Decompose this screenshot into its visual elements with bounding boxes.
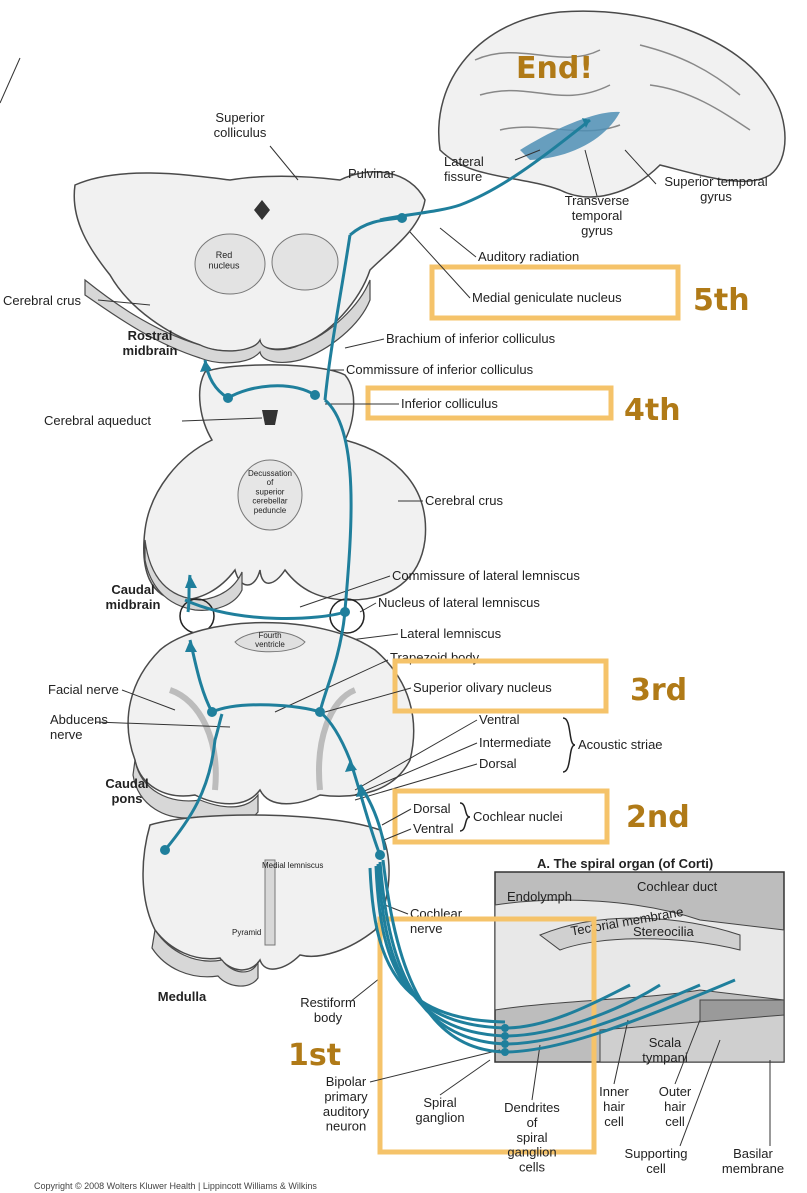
label-inferior-colliculus: Inferior colliculus xyxy=(401,396,498,411)
step-end: End! xyxy=(516,51,593,86)
label-nucleus-lateral-lemniscus: Nucleus of lateral lemniscus xyxy=(378,595,540,610)
label-stereocilia: Stereocilia xyxy=(633,924,694,939)
label-ventral-striae: Ventral xyxy=(479,712,520,727)
label-pulvinar: Pulvinar xyxy=(348,166,396,181)
label-cochlear-duct: Cochlear duct xyxy=(637,879,718,894)
label-acoustic-striae: Acoustic striae xyxy=(578,737,663,752)
highlight-medial-geniculate xyxy=(429,264,681,321)
label-corti-title: A. The spiral organ (of Corti) xyxy=(537,856,713,871)
label-brachium-inferior-colliculus: Brachium of inferior colliculus xyxy=(386,331,556,346)
step-5th: 5th xyxy=(693,283,750,318)
label-lateral-lemniscus: Lateral lemniscus xyxy=(400,626,502,641)
highlight-superior-olivary xyxy=(392,658,609,714)
step-4th: 4th xyxy=(624,393,681,428)
label-commissure-inferior-colliculus: Commissure of inferior colliculus xyxy=(346,362,534,377)
label-cochlear-nuclei: Cochlear nuclei xyxy=(473,809,563,824)
label-dorsal-striae: Dorsal xyxy=(479,756,517,771)
label-intermediate-striae: Intermediate xyxy=(479,735,551,750)
organ-of-corti-panel xyxy=(494,871,785,1063)
label-medial-lemniscus: Medial lemniscus xyxy=(262,861,323,870)
copyright-notice: Copyright © 2008 Wolters Kluwer Health |… xyxy=(34,1181,317,1191)
label-cochlear-ventral: Ventral xyxy=(413,821,454,836)
label-cerebral-crus-rostral: Cerebral crus xyxy=(3,293,82,308)
label-medial-geniculate-nucleus: Medial geniculate nucleus xyxy=(472,290,622,305)
medulla-section xyxy=(142,814,390,987)
brain-illustration xyxy=(438,10,786,198)
step-1st: 1st xyxy=(288,1038,341,1073)
corner-stroke xyxy=(0,57,21,104)
label-facial-nerve: Facial nerve xyxy=(48,682,119,697)
step-3rd: 3rd xyxy=(630,673,687,708)
label-endolymph: Endolymph xyxy=(507,889,572,904)
label-pyramid: Pyramid xyxy=(232,928,261,937)
label-cerebral-crus-caudal: Cerebral crus xyxy=(425,493,504,508)
label-commissure-lateral-lemniscus: Commissure of lateral lemniscus xyxy=(392,568,580,583)
label-cochlear-dorsal: Dorsal xyxy=(413,801,451,816)
label-cerebral-aqueduct: Cerebral aqueduct xyxy=(44,413,151,428)
label-auditory-radiation: Auditory radiation xyxy=(478,249,579,264)
caudal-midbrain-section xyxy=(143,364,427,611)
highlight-cochlear-nuclei xyxy=(392,788,610,845)
label-medulla: Medulla xyxy=(158,989,207,1004)
label-superior-olivary-nucleus: Superior olivary nucleus xyxy=(413,680,552,695)
caudal-pons-section xyxy=(127,621,415,825)
step-2nd: 2nd xyxy=(626,800,690,835)
auditory-pathway xyxy=(160,118,736,1056)
highlight-inferior-colliculus xyxy=(365,385,614,421)
